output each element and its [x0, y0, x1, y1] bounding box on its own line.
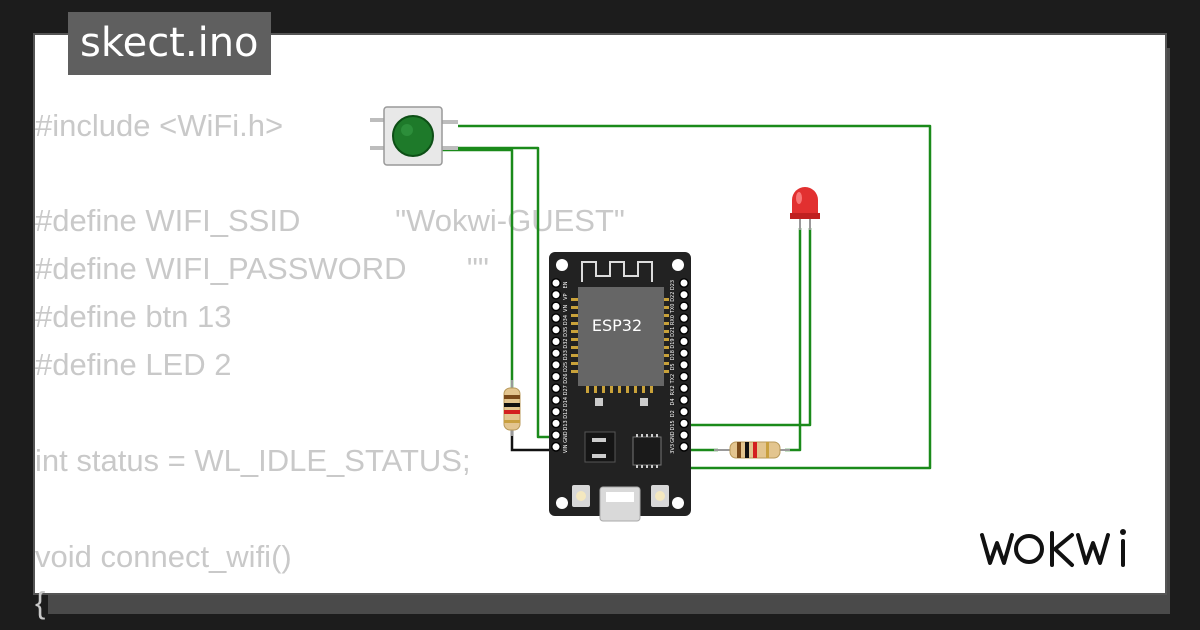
pin-label: D22 — [670, 292, 676, 302]
pin-label: EN — [563, 281, 569, 288]
header-pin[interactable] — [551, 289, 561, 300]
wire-button-to-3v3 — [458, 124, 932, 470]
pin-label: D34 — [563, 315, 569, 325]
pushbutton-icon[interactable] — [370, 106, 458, 166]
wire-button-to-d13 — [458, 146, 556, 439]
pin-label: D25 — [563, 362, 569, 372]
header-pin[interactable] — [679, 418, 689, 429]
pin-label: RX2 — [670, 385, 676, 395]
header-pin[interactable] — [679, 406, 689, 417]
pin-label: D5 — [670, 363, 676, 370]
pin-label: D26 — [563, 373, 569, 383]
usb-port-icon — [599, 486, 641, 522]
header-pin[interactable] — [551, 313, 561, 323]
header-pin[interactable] — [551, 324, 561, 335]
header-pin[interactable] — [551, 430, 561, 440]
header-pin[interactable] — [551, 336, 561, 347]
resistor-icon — [503, 380, 521, 436]
pin-label: D12 — [563, 409, 569, 419]
header-pin[interactable] — [679, 278, 689, 288]
header-pin[interactable] — [679, 313, 689, 323]
header-pin[interactable] — [551, 406, 561, 417]
header-pin[interactable] — [679, 359, 689, 370]
header-pin[interactable] — [551, 359, 561, 370]
wire-button-to-resistor — [440, 148, 514, 390]
pin-label: VP — [563, 293, 569, 299]
wokwi-logo-icon — [980, 529, 1126, 567]
pin-label: TX2 — [670, 374, 676, 385]
header-pin[interactable] — [551, 278, 561, 288]
pin-label: D21 — [670, 327, 676, 337]
resistor-icon — [714, 441, 790, 459]
header-pin[interactable] — [551, 418, 561, 429]
pin-label: GND — [563, 431, 569, 443]
code-line: #define btn 13 — [35, 299, 232, 334]
pin-label: VIN — [563, 444, 569, 453]
header-pin[interactable] — [679, 430, 689, 440]
pin-label: VN — [563, 305, 569, 312]
pin-label: D32 — [563, 338, 569, 348]
ground-wires — [510, 430, 556, 452]
pin-label: D18 — [670, 350, 676, 360]
header-pin[interactable] — [679, 289, 689, 300]
led-icon — [790, 187, 820, 230]
header-pin[interactable] — [679, 324, 689, 335]
esp32-board-icon[interactable]: ESP32 — [549, 252, 691, 522]
pin-label: D27 — [563, 385, 569, 395]
code-line: int status = WL_IDLE_STATUS; — [35, 443, 471, 478]
esp32-module — [578, 287, 664, 386]
pin-label: D13 — [563, 420, 569, 430]
pin-label: D2 — [670, 410, 676, 417]
header-pin[interactable] — [679, 348, 689, 359]
header-pin[interactable] — [551, 371, 561, 382]
pin-label: D4 — [670, 398, 676, 405]
code-line: { — [35, 585, 46, 620]
wire-resistor-to-gnd — [510, 430, 556, 452]
code-line: #define LED 2 — [35, 347, 232, 382]
header-pin[interactable] — [679, 371, 689, 382]
header-pin[interactable] — [679, 383, 689, 394]
header-pin[interactable] — [679, 441, 689, 452]
code-line: #include <WiFi.h> — [35, 108, 284, 143]
header-pin[interactable] — [551, 383, 561, 394]
file-name-tag: skect.ino — [68, 12, 271, 75]
pin-label: TX0 — [670, 304, 676, 315]
wire-led-anode-to-d2 — [688, 228, 812, 427]
pin-label: D14 — [563, 397, 569, 407]
pin-label: 3V3 — [670, 444, 676, 454]
header-pin[interactable] — [551, 301, 561, 312]
code-line: #define WIFI_SSID "Wokwi-GUEST" — [35, 203, 625, 238]
pin-label: D23 — [670, 280, 676, 290]
pin-label: RX0 — [670, 315, 676, 325]
pin-label: D35 — [563, 327, 569, 337]
code-line: #define WIFI_PASSWORD "" — [35, 251, 489, 286]
header-pin[interactable] — [551, 441, 561, 452]
code-line: void connect_wifi() — [35, 539, 292, 574]
wires — [440, 124, 932, 470]
pin-label: GND — [670, 431, 676, 443]
header-pin[interactable] — [679, 336, 689, 347]
header-pin[interactable] — [679, 395, 689, 405]
header-pin[interactable] — [551, 395, 561, 405]
header-pin[interactable] — [679, 301, 689, 312]
board-pins: ENVPVND34D35D32D33D25D26D27D14D12D13GNDV… — [551, 278, 689, 454]
header-pin[interactable] — [551, 348, 561, 359]
board-label: ESP32 — [592, 316, 642, 335]
wire-led-cathode — [785, 228, 802, 452]
pin-label: D15 — [670, 420, 676, 430]
pin-label: D33 — [563, 350, 569, 360]
pin-label: D19 — [670, 338, 676, 348]
